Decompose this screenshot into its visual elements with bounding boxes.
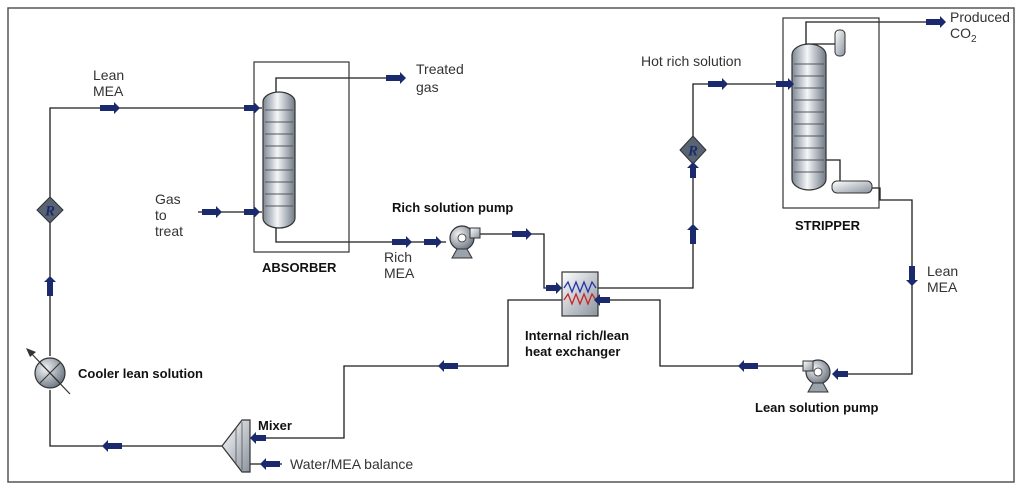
- label-lean-solution-pump: Lean solution pump: [755, 400, 879, 415]
- stripper-trays: [794, 63, 824, 173]
- flow-arrow-lean-mea-right: [906, 266, 918, 286]
- hx-cold-coil: [563, 280, 597, 294]
- flow-arrow-rich-pump-out: [512, 228, 532, 240]
- stripper-unit: [782, 17, 880, 209]
- label-co2: CO2: [950, 25, 977, 45]
- pipe-rich-mea: [275, 228, 446, 243]
- label-hot-rich-solution: Hot rich solution: [641, 53, 741, 69]
- label-heat-exchanger-2: heat exchanger: [525, 344, 620, 359]
- heat-exchanger: [561, 271, 599, 317]
- reboiler: [831, 180, 873, 194]
- flow-arrow-absorber-top: [244, 102, 260, 114]
- label-lean-mea-right-2: MEA: [927, 279, 958, 295]
- pipe-hx-to-mixer: [248, 299, 562, 439]
- label-gas-to-treat-1: Gas: [155, 191, 181, 207]
- flow-arrow-hx-lean-in: [594, 294, 610, 306]
- flow-arrow-lean-to-mixer: [438, 360, 458, 372]
- mixer: [221, 419, 251, 473]
- label-heat-exchanger-1: Internal rich/lean: [525, 328, 629, 343]
- flow-arrow-lean-mea-top: [100, 102, 120, 114]
- flow-arrow-mixer-out: [102, 440, 122, 452]
- label-gas-to-treat-3: treat: [155, 223, 183, 239]
- flow-arrow-mixer-in: [250, 432, 266, 444]
- label-cooler-lean-solution: Cooler lean solution: [78, 366, 203, 381]
- label-water-mea-balance: Water/MEA balance: [290, 456, 413, 472]
- flow-arrow-water-balance: [260, 458, 280, 470]
- flow-arrows: [44, 16, 946, 470]
- absorber-trays: [265, 109, 293, 207]
- flow-arrow-gas-in-2: [244, 206, 260, 218]
- cooler-arrow: [29, 351, 71, 395]
- label-rich-mea-2: MEA: [384, 265, 415, 281]
- flow-arrow-lean-pump-in: [832, 368, 848, 380]
- flow-arrow-rich-mea: [392, 236, 412, 248]
- flow-arrow-gas-in: [202, 206, 222, 218]
- stripper-box: [782, 17, 880, 209]
- absorber-box: [253, 61, 350, 253]
- rich-solution-pump: [449, 225, 481, 259]
- flow-arrow-treated-gas: [386, 72, 406, 84]
- pipe-co2-out: [805, 21, 938, 44]
- label-lean-mea-top-1: Lean: [93, 67, 124, 83]
- recycle-block-left: R: [36, 196, 64, 224]
- hx-hot-coil: [563, 292, 597, 306]
- flow-arrow-rich-mea-2: [424, 236, 442, 248]
- flow-arrow-co2: [926, 16, 946, 28]
- label-lean-mea-top-2: MEA: [93, 83, 124, 99]
- lean-solution-pump: [802, 359, 831, 393]
- pipe-recycle-to-absorber: [49, 107, 262, 198]
- flow-arrow-hot-rich: [708, 78, 728, 90]
- label-gas-to-treat-2: to: [155, 207, 167, 223]
- diagram-frame: [7, 7, 1015, 483]
- recycle-symbol-left: R: [44, 204, 55, 220]
- flow-arrow-lean-pump-out: [738, 360, 758, 372]
- pipe-hx-to-recycle: [598, 163, 694, 289]
- label-rich-mea-1: Rich: [384, 249, 412, 265]
- absorber-column: [262, 91, 296, 229]
- absorber-unit: [253, 61, 350, 253]
- pipe-lean-pump-to-hx: [598, 299, 806, 367]
- condenser-drum: [834, 29, 846, 57]
- label-absorber: ABSORBER: [262, 260, 337, 275]
- pipe-recycle-to-stripper: [692, 83, 798, 137]
- label-treated-gas-2: gas: [416, 79, 439, 95]
- pipe-mixer-to-cooler: [49, 390, 222, 447]
- recycle-symbol-right: R: [687, 144, 698, 160]
- label-rich-solution-pump: Rich solution pump: [392, 200, 513, 215]
- label-stripper: STRIPPER: [795, 218, 861, 233]
- flow-arrow-hx-to-recycle: [687, 224, 699, 244]
- cooler: [26, 348, 71, 395]
- flow-arrow-hx-in: [546, 282, 562, 294]
- labels: Lean MEA Treated gas Gas to treat ABSORB…: [78, 9, 1010, 472]
- pipe-treated-gas: [275, 77, 400, 96]
- flow-arrow-stripper-in: [776, 78, 794, 90]
- flow-arrow-cooler-up: [44, 276, 56, 296]
- stripper-column: [791, 43, 827, 191]
- label-produced: Produced: [950, 9, 1010, 25]
- flow-arrow-recycle-up: [687, 162, 699, 178]
- label-treated-gas-1: Treated: [416, 61, 464, 77]
- label-mixer: Mixer: [258, 418, 292, 433]
- pipe-reboiler: [826, 159, 841, 182]
- label-lean-mea-right-1: Lean: [927, 263, 958, 279]
